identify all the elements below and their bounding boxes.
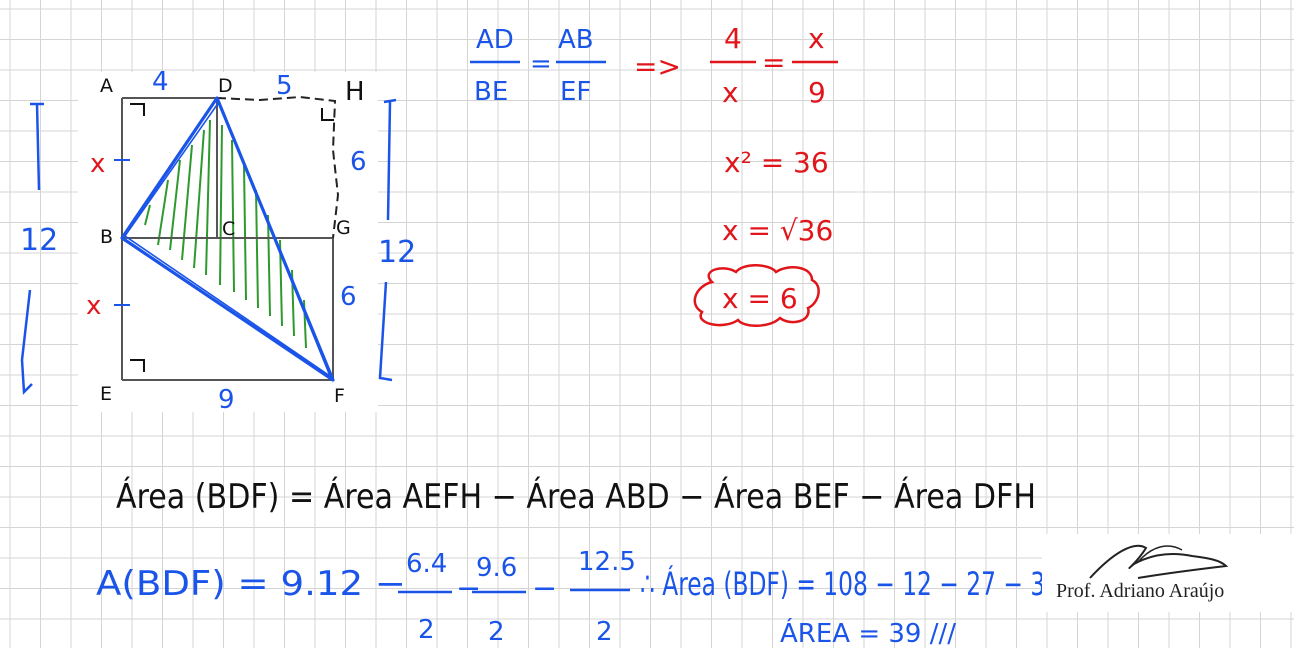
svg-text:−: − bbox=[532, 571, 557, 606]
label-ab: x bbox=[90, 149, 105, 179]
fraction-1-den: 2 bbox=[418, 615, 435, 645]
label-right-total: 12 bbox=[378, 235, 416, 270]
vertex-a: A bbox=[100, 75, 113, 97]
vertex-d: D bbox=[218, 75, 233, 97]
prop-lhs-num: AD bbox=[476, 25, 514, 55]
prop-rhs-num: AB bbox=[558, 25, 594, 55]
signature-name: Prof. Adriano Araújo bbox=[1056, 580, 1225, 602]
area-final: ÁREA = 39 /// bbox=[780, 617, 956, 648]
red-fraction-bars bbox=[693, 60, 838, 327]
triangle-bdf bbox=[120, 96, 335, 382]
prop-lhs-den: BE bbox=[474, 77, 508, 107]
prop-arrow: => bbox=[634, 50, 681, 83]
signature-block: Prof. Adriano Araújo bbox=[1042, 534, 1294, 612]
label-left-total: 12 bbox=[20, 223, 58, 258]
prop-den-x: x bbox=[722, 76, 739, 109]
label-ad: 4 bbox=[152, 67, 169, 97]
svg-text:=: = bbox=[530, 49, 552, 79]
area-numeric-prefix: A(BDF) = 9.12 − bbox=[96, 564, 406, 604]
prop-rhs-den: EF bbox=[560, 77, 591, 107]
vertex-b: B bbox=[100, 226, 113, 248]
area-formula: Área (BDF) = Área AEFH − Área ABD − Área… bbox=[116, 476, 1036, 517]
solve-result: x = 6 bbox=[722, 282, 798, 315]
vertex-c: C bbox=[222, 218, 235, 240]
solve-step-1: x² = 36 bbox=[724, 146, 829, 179]
shaded-triangle-hatching bbox=[144, 119, 307, 349]
result-cloud bbox=[693, 264, 820, 327]
label-be: x bbox=[86, 291, 101, 321]
handwritten-signature bbox=[1089, 544, 1229, 579]
solve-step-2: x = √36 bbox=[722, 214, 833, 247]
numeric-fraction-bars bbox=[398, 588, 630, 594]
fraction-1-num: 6.4 bbox=[406, 549, 447, 579]
fraction-3-den: 2 bbox=[596, 617, 613, 647]
label-dh: 5 bbox=[276, 71, 293, 101]
fraction-2-num: 9.6 bbox=[476, 553, 517, 583]
vertex-e: E bbox=[100, 383, 112, 405]
area-conclusion: ∴ Área (BDF) = 108 − 12 − 27 − 30 bbox=[640, 565, 1060, 603]
measure-brackets bbox=[20, 98, 397, 395]
vertex-g: G bbox=[336, 217, 351, 239]
fraction-3-num: 12.5 bbox=[578, 547, 636, 577]
vertex-h: H bbox=[345, 77, 365, 107]
label-gf: 6 bbox=[340, 282, 357, 312]
prop-den-9: 9 bbox=[808, 76, 826, 109]
svg-text:=: = bbox=[762, 46, 785, 79]
label-ef: 9 bbox=[218, 385, 235, 415]
label-hg: 6 bbox=[350, 147, 367, 177]
svg-text:−: − bbox=[456, 571, 481, 606]
fraction-2-den: 2 bbox=[488, 617, 505, 647]
prop-num-x: x bbox=[808, 22, 825, 55]
vertex-f: F bbox=[334, 385, 345, 407]
prop-num-4: 4 bbox=[724, 22, 742, 55]
right-angle-marks bbox=[130, 103, 334, 372]
tick-marks bbox=[114, 159, 130, 306]
